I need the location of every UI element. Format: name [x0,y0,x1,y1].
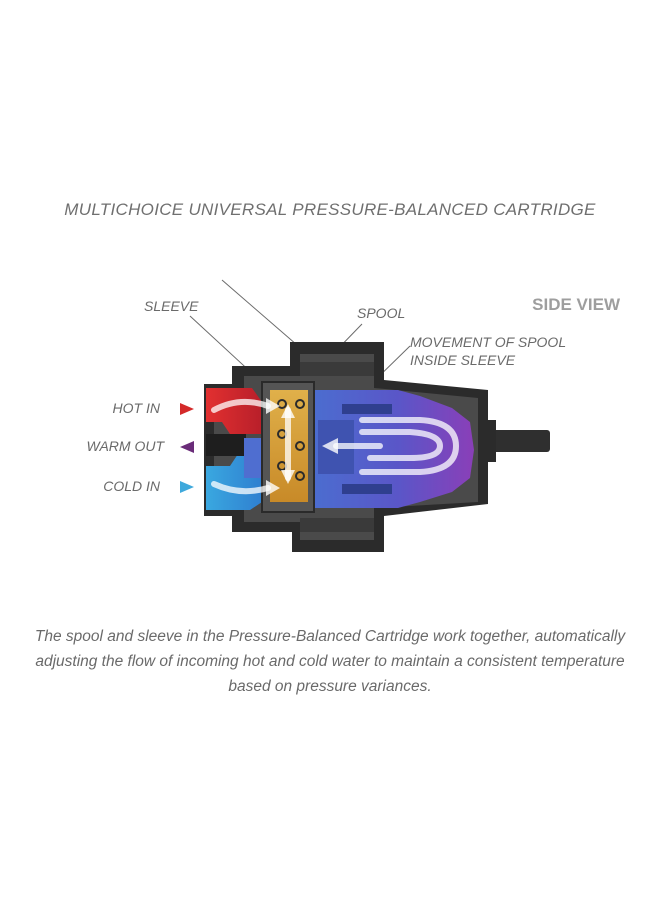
cold-arrowhead [266,480,280,496]
cold-flow-arrow [211,481,271,495]
cold-in-arrow-icon [180,481,194,493]
stem [480,430,550,452]
side-view-label: SIDE VIEW [532,295,621,314]
hot-flow-arrow [211,398,271,413]
flow-arrows [211,398,460,495]
chamber-flow-upper [359,429,444,461]
cold-in-label: COLD IN [103,478,161,494]
spool-port-4 [295,441,305,451]
warm-outlet-channel [206,434,246,456]
diagram-caption: The spool and sleeve in the Pressure-Bal… [34,628,626,695]
warm-out-arrow-icon [180,441,194,453]
chamber-upper-wall [342,404,392,414]
spool-port-2 [295,399,305,409]
spool-up-arrowhead [281,404,295,418]
diagram-title: MULTICHOICE UNIVERSAL PRESSURE-BALANCED … [64,200,596,219]
hot-in-label: HOT IN [113,400,161,416]
hot-in-arrow-icon [180,403,194,415]
hot-arrowhead [266,398,280,414]
cartridge-diagram: HOT IN WARM OUT COLD IN SLEEVE SPOOL SID… [86,279,621,552]
flow-arrowheads [266,398,338,496]
spool-label: SPOOL [357,305,405,321]
movement-label-line2: INSIDE SLEEVE [410,352,516,368]
spool-port-1 [277,399,287,409]
movement-label-line1: MOVEMENT OF SPOOL [410,334,566,350]
chamber-flow-outer [359,417,460,475]
spool-port-6 [295,471,305,481]
bottom-rib [300,518,374,532]
chamber-lower-wall [342,484,392,494]
top-rib [300,362,374,376]
warm-out-label: WARM OUT [86,438,165,454]
sleeve-label: SLEEVE [144,298,199,314]
return-arrowhead [322,438,338,454]
spool-down-arrowhead [281,470,295,484]
